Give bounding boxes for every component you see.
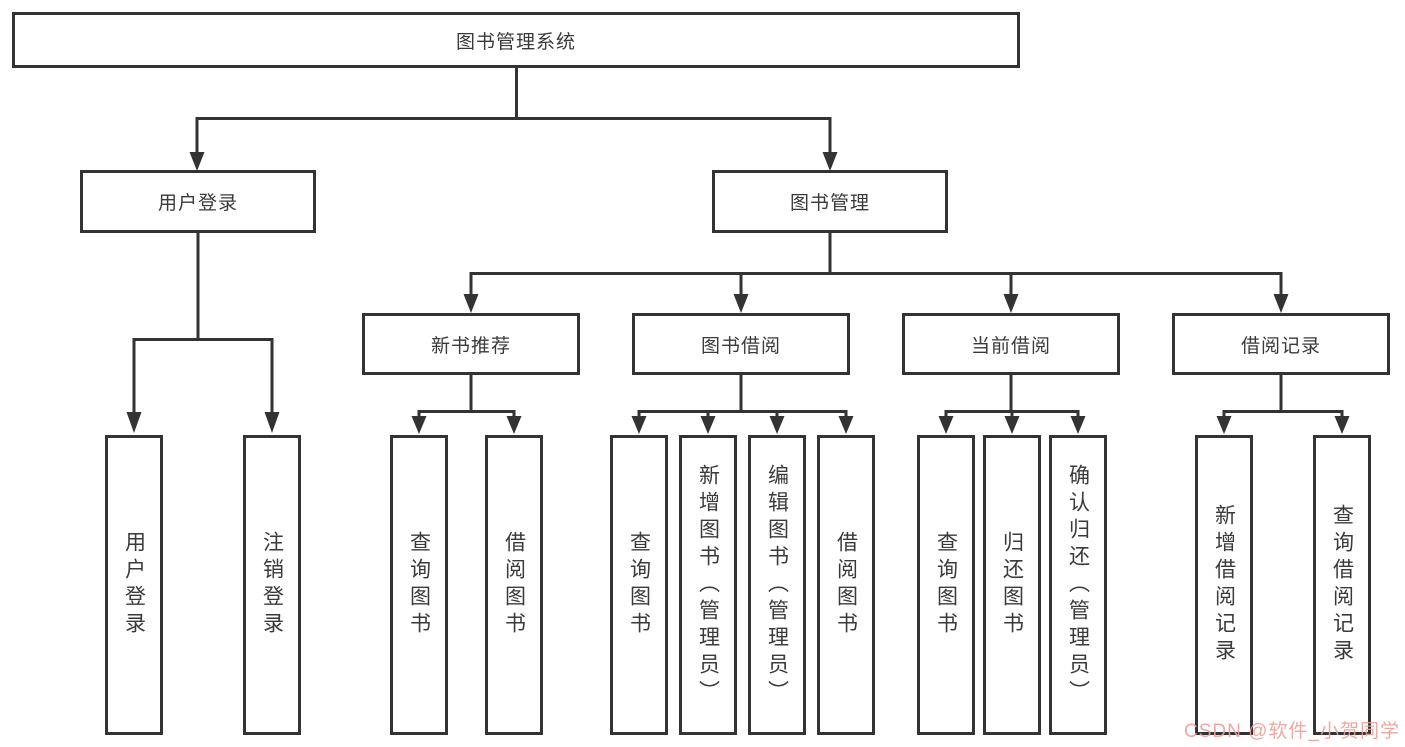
leaf-nbr-borrow-books: 借阅图书 <box>485 435 543 735</box>
leaf-bb-add-books-admin-label: 新增图书（管理员） <box>696 463 720 707</box>
node-user-login: 用户登录 <box>80 170 316 233</box>
node-book-management-label: 图书管理 <box>789 193 870 214</box>
leaf-nbr-query-books: 查询图书 <box>390 435 448 735</box>
node-current-borrow-label: 当前借阅 <box>970 335 1051 357</box>
leaf-cb-query-books-label: 查询图书 <box>934 531 958 639</box>
node-root-label: 图书管理系统 <box>455 31 576 53</box>
leaf-cb-return-books-label: 归还图书 <box>1000 531 1024 639</box>
leaf-user-login: 用户登录 <box>105 435 163 735</box>
leaf-cb-query-books: 查询图书 <box>917 435 975 735</box>
leaf-logout: 注销登录 <box>243 435 301 735</box>
leaf-bb-borrow-books-label: 借阅图书 <box>834 531 858 639</box>
leaf-user-login-label: 用户登录 <box>122 531 146 639</box>
node-book-borrow-label: 图书借阅 <box>700 335 781 357</box>
csdn-watermark: CSDN @软件_小贺同学 <box>1184 721 1400 742</box>
node-current-borrow: 当前借阅 <box>902 313 1120 375</box>
node-root: 图书管理系统 <box>12 12 1020 68</box>
leaf-logout-label: 注销登录 <box>260 531 284 639</box>
leaf-bb-borrow-books: 借阅图书 <box>817 435 875 735</box>
leaf-br-query-record: 查询借阅记录 <box>1313 435 1371 735</box>
leaf-bb-add-books-admin: 新增图书（管理员） <box>679 435 737 735</box>
leaf-br-add-record-label: 新增借阅记录 <box>1212 504 1236 666</box>
node-new-book-recommend: 新书推荐 <box>362 313 580 375</box>
leaf-nbr-query-books-label: 查询图书 <box>407 531 431 639</box>
leaf-br-query-record-label: 查询借阅记录 <box>1330 504 1354 666</box>
leaf-br-add-record: 新增借阅记录 <box>1195 435 1253 735</box>
leaf-nbr-borrow-books-label: 借阅图书 <box>502 531 526 639</box>
node-book-management: 图书管理 <box>712 170 948 233</box>
node-book-borrow: 图书借阅 <box>632 313 850 375</box>
leaf-bb-query-books: 查询图书 <box>610 435 668 735</box>
leaf-bb-query-books-label: 查询图书 <box>627 531 651 639</box>
leaf-cb-confirm-return-admin: 确认归还（管理员） <box>1049 435 1107 735</box>
node-borrow-records: 借阅记录 <box>1172 313 1390 375</box>
leaf-cb-confirm-return-admin-label: 确认归还（管理员） <box>1066 463 1090 707</box>
node-borrow-records-label: 借阅记录 <box>1240 335 1321 357</box>
leaf-cb-return-books: 归还图书 <box>983 435 1041 735</box>
node-user-login-label: 用户登录 <box>157 193 238 214</box>
node-new-book-recommend-label: 新书推荐 <box>430 335 511 357</box>
leaf-bb-edit-books-admin: 编辑图书（管理员） <box>748 435 806 735</box>
leaf-bb-edit-books-admin-label: 编辑图书（管理员） <box>765 463 789 707</box>
